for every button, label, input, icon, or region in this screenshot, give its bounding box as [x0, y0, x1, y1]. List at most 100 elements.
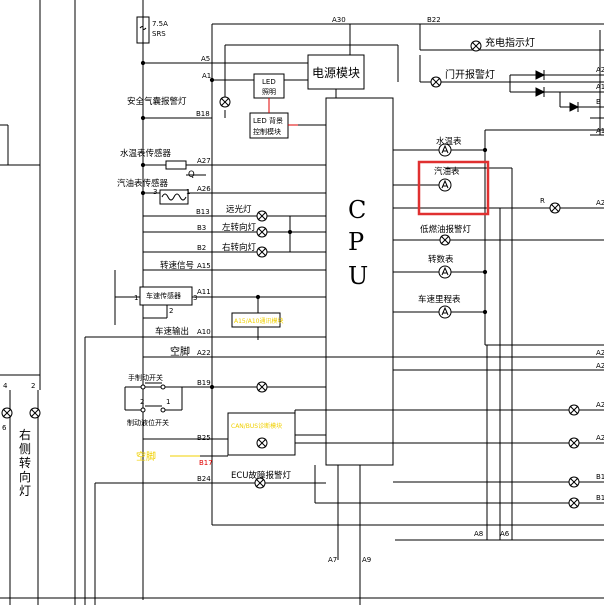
switch-contact — [140, 407, 146, 413]
fuse-element — [139, 26, 147, 30]
pin-label: A27 — [197, 157, 211, 165]
led-backlight-box — [249, 112, 289, 139]
pin-label: B18 — [196, 110, 210, 118]
right-turn-lamp — [256, 246, 268, 258]
power-module-label: 电源模块 — [312, 66, 360, 80]
pin-label: A7 — [328, 556, 337, 564]
fuel-gauge — [438, 178, 452, 192]
pin-label: A11 — [197, 288, 211, 296]
led-light-label: 照明 — [262, 88, 276, 96]
pin-label: A10 — [197, 328, 211, 336]
pin-label: B3 — [197, 224, 206, 232]
low-fuel-label: 低燃油报警灯 — [420, 224, 472, 235]
right-lamp-5 — [256, 437, 268, 449]
pin-num: 3 — [193, 294, 197, 302]
high-beam-label: 远光灯 — [226, 204, 252, 215]
pin-label: A2 — [596, 401, 604, 409]
tachometer — [438, 265, 452, 279]
junction — [482, 309, 488, 315]
speed-output-label: 车速输出 — [155, 326, 189, 337]
junction — [209, 384, 215, 390]
junction — [287, 229, 293, 235]
pin-num: 3 — [153, 188, 157, 196]
water-temp-gauge-label: 水温表 — [436, 136, 462, 147]
junction — [482, 147, 488, 153]
led-backlight-label: 控制模块 — [253, 127, 281, 136]
diode — [535, 87, 546, 97]
fuel-gauge-highlight — [417, 160, 490, 216]
pin-label: A30 — [332, 16, 346, 24]
charge-indicator-label: 充电指示灯 — [485, 36, 535, 49]
ecu-fault-label: ECU故障报警灯 — [231, 470, 292, 481]
pin-label: A2 — [596, 349, 604, 357]
lamp-cross — [431, 77, 441, 87]
empty-foot-label: 空脚 — [170, 345, 190, 358]
ecu-fault-lamp — [254, 477, 266, 489]
pin-label: R — [540, 197, 545, 205]
pin-label: A2 — [596, 66, 604, 74]
pin-label: A2 — [596, 199, 604, 207]
cpu-label-u: U — [348, 262, 368, 290]
pin-label: A1 — [596, 83, 604, 91]
low-fuel-lamp — [439, 234, 451, 246]
led-light-label: LED — [262, 78, 276, 86]
pin-num: 2 — [31, 382, 35, 390]
lamp-cross — [471, 41, 481, 51]
pin-label: B17 — [199, 459, 213, 467]
pin-label: A6 — [500, 530, 510, 538]
water-temp-sensor — [165, 160, 187, 170]
fuel-sensor-coil — [161, 193, 187, 201]
high-beam-lamp — [256, 210, 268, 222]
pin-num: 4 — [3, 382, 8, 390]
lamp-cross — [220, 97, 230, 107]
right-lamp-1 — [568, 404, 580, 416]
pin-num: 6 — [2, 424, 7, 432]
pin-label: A2 — [596, 434, 604, 442]
brake-warning-lamp — [256, 381, 268, 393]
speed-sensor-label: 车速传感器 — [146, 291, 181, 300]
r-lamp — [549, 202, 561, 214]
water-temp-sensor-label: 水温表传感器 — [120, 148, 172, 159]
pin-label: A22 — [197, 349, 211, 357]
fuel-gauge-label: 汽油表 — [434, 166, 460, 177]
airbag-label: 安全气囊报警灯 — [127, 96, 187, 107]
pin-label: B1 — [596, 473, 604, 481]
diode — [535, 70, 546, 80]
pin-num: 2 — [169, 307, 173, 315]
led-light-box — [253, 73, 285, 99]
q-label: Q — [188, 170, 195, 180]
handbrake-label: 手制动开关 — [128, 373, 163, 382]
pin-label: A9 — [362, 556, 371, 564]
side-turn-lamp-right — [29, 407, 41, 419]
diode — [569, 102, 580, 112]
pin-label: B22 — [427, 16, 441, 24]
speedometer-label: 车速里程表 — [418, 294, 461, 305]
junction — [209, 77, 215, 83]
junction — [482, 269, 488, 275]
diag-module-label: CAN/BUS诊断模块 — [231, 422, 282, 430]
pin-label: A1 — [202, 72, 211, 80]
pin-label: B24 — [197, 475, 211, 483]
power-module-box — [307, 54, 365, 90]
switch-contact — [160, 407, 166, 413]
pin-num: 1 — [166, 398, 170, 406]
diag-module-box — [227, 412, 296, 456]
switch-contact — [140, 384, 146, 390]
side-turn-vertical-label: 右侧转向灯 — [19, 428, 32, 498]
tachometer-label: 转数表 — [428, 254, 454, 265]
fuel-sensor-label: 汽油表传感器 — [117, 178, 169, 189]
water-temp-gauge — [438, 143, 452, 157]
side-turn-lamp-left — [1, 407, 13, 419]
pin-label: A8 — [474, 530, 483, 538]
comm-module-label: A15/A10通讯模块 — [234, 317, 284, 325]
rpm-signal-label: 转速信号 — [160, 260, 194, 271]
right-lamp-4 — [568, 497, 580, 509]
cpu-label-c: C — [348, 196, 366, 224]
empty-foot-yellow-label: 空脚 — [136, 450, 156, 463]
left-turn-label: 左转向灯 — [222, 222, 257, 233]
comm-module-box — [231, 312, 281, 328]
pin-label: A2 — [596, 362, 604, 370]
led-backlight-label: LED 背景 — [253, 116, 283, 125]
junction — [140, 190, 146, 196]
